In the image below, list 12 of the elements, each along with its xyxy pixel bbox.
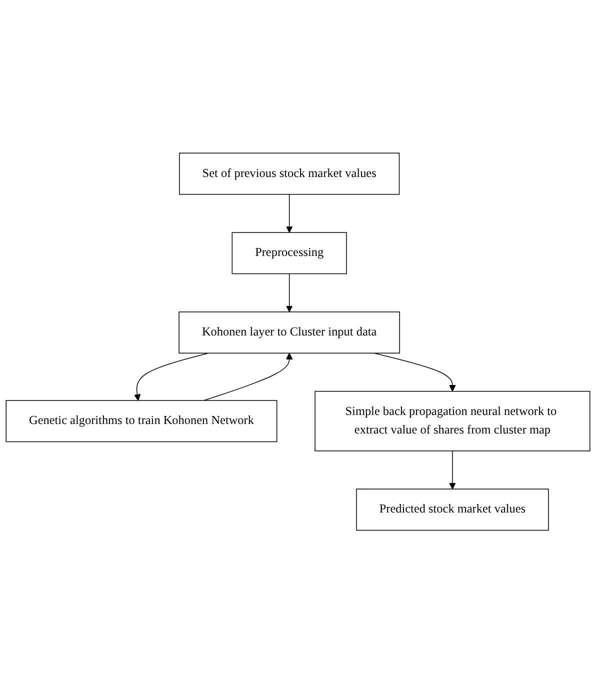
node-box: Predicted stock market values bbox=[356, 488, 549, 530]
arrow bbox=[286, 273, 293, 312]
arrow bbox=[374, 352, 456, 392]
node-box: Preprocessing bbox=[232, 232, 347, 274]
arrow bbox=[286, 194, 293, 233]
node-box: Kohonen layer to Cluster input data bbox=[178, 311, 400, 354]
node-box: Genetic algorithms to train Kohonen Network bbox=[6, 400, 278, 442]
arrow bbox=[134, 352, 209, 401]
arrow bbox=[203, 352, 293, 401]
node-box: Simple back propagation neural network to extract value of shares from cluster map bbox=[314, 390, 590, 452]
node-box: Set of previous stock market values bbox=[179, 152, 400, 195]
arrow bbox=[449, 450, 456, 490]
